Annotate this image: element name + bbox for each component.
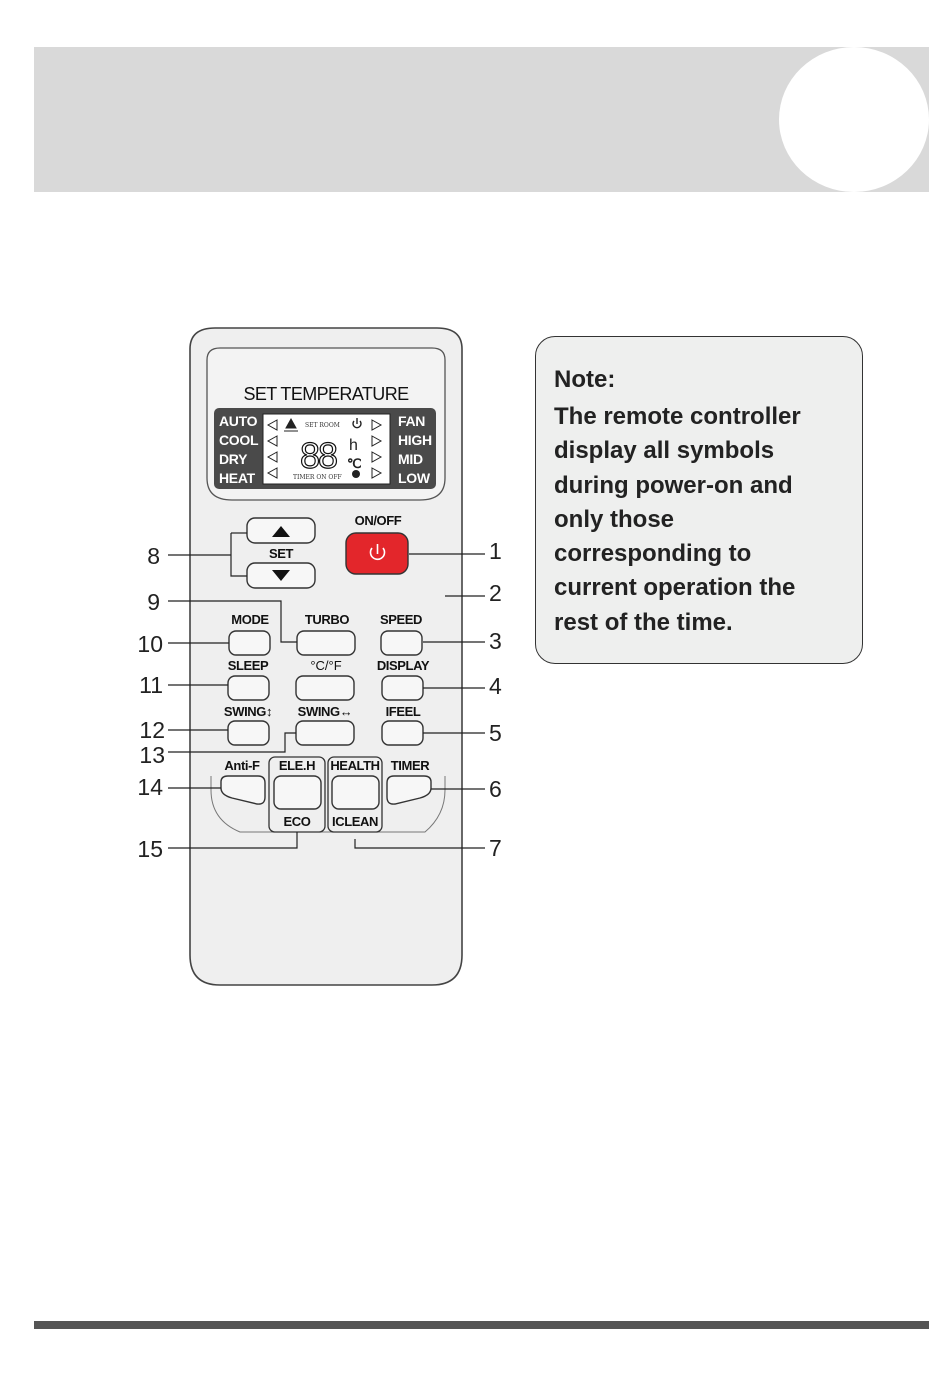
health-label: HEALTH: [330, 758, 379, 773]
callout-12: 12: [139, 717, 165, 743]
swing-h-button[interactable]: [295, 720, 355, 746]
callout-10: 10: [137, 631, 163, 657]
eleh-label: ELE.H: [279, 758, 315, 773]
callout-14: 14: [137, 774, 163, 800]
mode-button[interactable]: [228, 630, 271, 656]
note-line: only those: [554, 505, 675, 533]
ifeel-label: IFEEL: [386, 704, 421, 719]
lcd-speed-mid: MID: [398, 451, 423, 467]
temp-unit-label: °C/°F: [310, 658, 341, 673]
note-line: corresponding to: [554, 540, 752, 568]
eco-label: ECO: [284, 814, 311, 829]
lcd-bottom-small: TIMER ON OFF: [293, 474, 342, 481]
lcd-unit-symbol: ℃: [347, 456, 362, 471]
antif-button[interactable]: [220, 775, 266, 805]
turbo-button[interactable]: [296, 630, 356, 656]
callout-15: 15: [137, 836, 163, 862]
onoff-label: ON/OFF: [355, 513, 402, 528]
lcd-mode-cool: COOL: [219, 432, 259, 448]
callout-4: 4: [489, 673, 502, 699]
lcd-hour-symbol: h: [349, 437, 358, 454]
temp-unit-button[interactable]: [295, 675, 355, 701]
header-circle: [779, 47, 929, 192]
swing-v-button[interactable]: [227, 720, 270, 746]
note-title: Note:: [554, 366, 616, 393]
lcd-digits: 88: [300, 435, 337, 476]
note-line: during power-on and: [554, 471, 793, 499]
timer-button[interactable]: [386, 775, 432, 805]
note-text: The remote controller display all symbol…: [554, 400, 854, 640]
set-label: SET: [269, 546, 294, 561]
speed-button[interactable]: [380, 630, 423, 656]
lcd-speed-low: LOW: [398, 470, 431, 486]
mode-label: MODE: [231, 612, 269, 627]
timer-label: TIMER: [391, 758, 430, 773]
eleh-button[interactable]: [273, 775, 322, 810]
turbo-label: TURBO: [305, 612, 350, 627]
callout-1: 1: [489, 538, 502, 564]
sleep-button[interactable]: [227, 675, 270, 701]
callout-13: 13: [139, 742, 165, 768]
callout-8: 8: [147, 543, 160, 569]
health-button[interactable]: [331, 775, 380, 810]
sleep-label: SLEEP: [228, 658, 269, 673]
lcd-fan-icon: [284, 417, 298, 432]
callout-3: 3: [489, 628, 502, 654]
antif-label: Anti-F: [224, 758, 260, 773]
callout-5: 5: [489, 720, 502, 746]
lcd-power-icon: [352, 418, 362, 429]
lcd-left-arrows: [266, 419, 278, 479]
lcd-right-arrows: [371, 419, 383, 479]
lcd-speed-high: HIGH: [398, 432, 432, 448]
lcd-screen: [262, 413, 391, 485]
power-icon: [369, 544, 386, 561]
down-arrow-icon: [272, 570, 290, 581]
callout-11: 11: [139, 672, 163, 698]
health-iclean-frame: [327, 756, 383, 833]
lcd-mode-auto: AUTO: [219, 413, 258, 429]
note-line: The remote controller: [554, 403, 801, 430]
lcd-speed-fan: FAN: [398, 413, 425, 429]
footer-bar: [34, 1321, 929, 1329]
callout-2: 2: [489, 580, 502, 606]
speed-label: SPEED: [380, 612, 422, 627]
display-button[interactable]: [381, 675, 424, 701]
display-title: SET TEMPERATURE: [243, 384, 409, 404]
swing-h-label: SWING↔: [298, 704, 353, 719]
lcd-mode-dry: DRY: [219, 451, 248, 467]
lcd-top-small: SET ROOM: [305, 422, 340, 429]
up-arrow-icon: [272, 526, 290, 537]
lcd-sleep-icon: [352, 470, 360, 478]
callout-7: 7: [489, 835, 502, 861]
display-label: DISPLAY: [377, 658, 430, 673]
iclean-label: ICLEAN: [332, 814, 378, 829]
note-line: current operation the: [554, 574, 796, 602]
note-box: [535, 336, 863, 664]
swing-v-label: SWING↕: [224, 704, 272, 719]
ifeel-button[interactable]: [381, 720, 424, 746]
callout-9: 9: [147, 589, 160, 615]
note-line: rest of the time.: [554, 608, 733, 636]
callout-lines: [168, 532, 485, 849]
note-line: display all symbols: [554, 437, 775, 465]
lcd-mode-heat: HEAT: [219, 470, 256, 486]
callout-6: 6: [489, 776, 502, 802]
